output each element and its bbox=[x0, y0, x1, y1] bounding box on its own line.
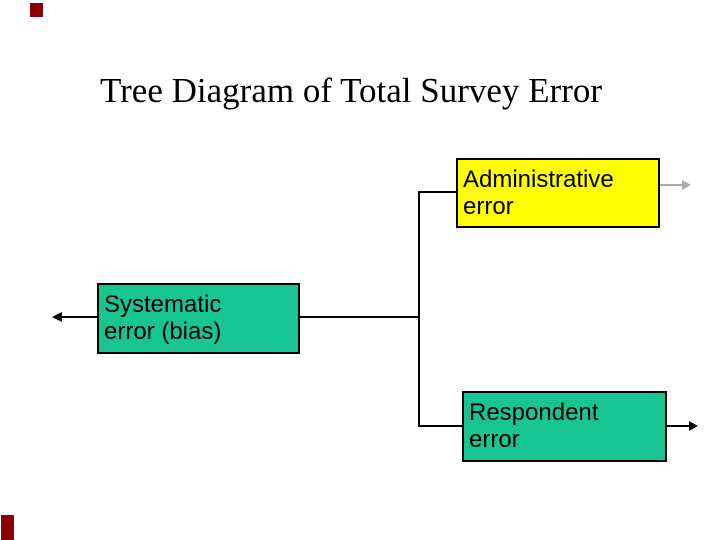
node-label-line: Respondent bbox=[469, 399, 599, 426]
black-right-arrowhead-icon bbox=[689, 421, 698, 431]
node-systematic-error-bias: Systematic error (bias) bbox=[97, 283, 300, 354]
node-respondent-error: Respondent error bbox=[462, 391, 667, 462]
trunk-line bbox=[300, 316, 420, 318]
stub-to-respondent-line bbox=[419, 425, 463, 427]
left-arrowhead-icon bbox=[52, 312, 62, 322]
node-administrative-error: Administrative error bbox=[456, 158, 660, 228]
node-label-line: Systematic bbox=[104, 291, 222, 318]
node-label-line: error (bias) bbox=[104, 318, 222, 345]
node-label-line: error bbox=[469, 426, 520, 453]
gray-right-arrowhead-icon bbox=[682, 180, 691, 190]
slide-title: Tree Diagram of Total Survey Error bbox=[100, 71, 603, 110]
black-right-arrow-line bbox=[667, 425, 690, 427]
top-left-edge-artifact bbox=[30, 3, 43, 17]
bottom-left-edge-artifact bbox=[1, 515, 14, 540]
node-label-line: error bbox=[463, 193, 514, 220]
gray-right-arrow-line bbox=[660, 184, 683, 186]
stub-to-administrative-line bbox=[419, 191, 457, 193]
node-label-line: Administrative bbox=[463, 166, 614, 193]
left-arrow-line bbox=[61, 316, 97, 318]
branch-vertical-line bbox=[418, 191, 420, 427]
